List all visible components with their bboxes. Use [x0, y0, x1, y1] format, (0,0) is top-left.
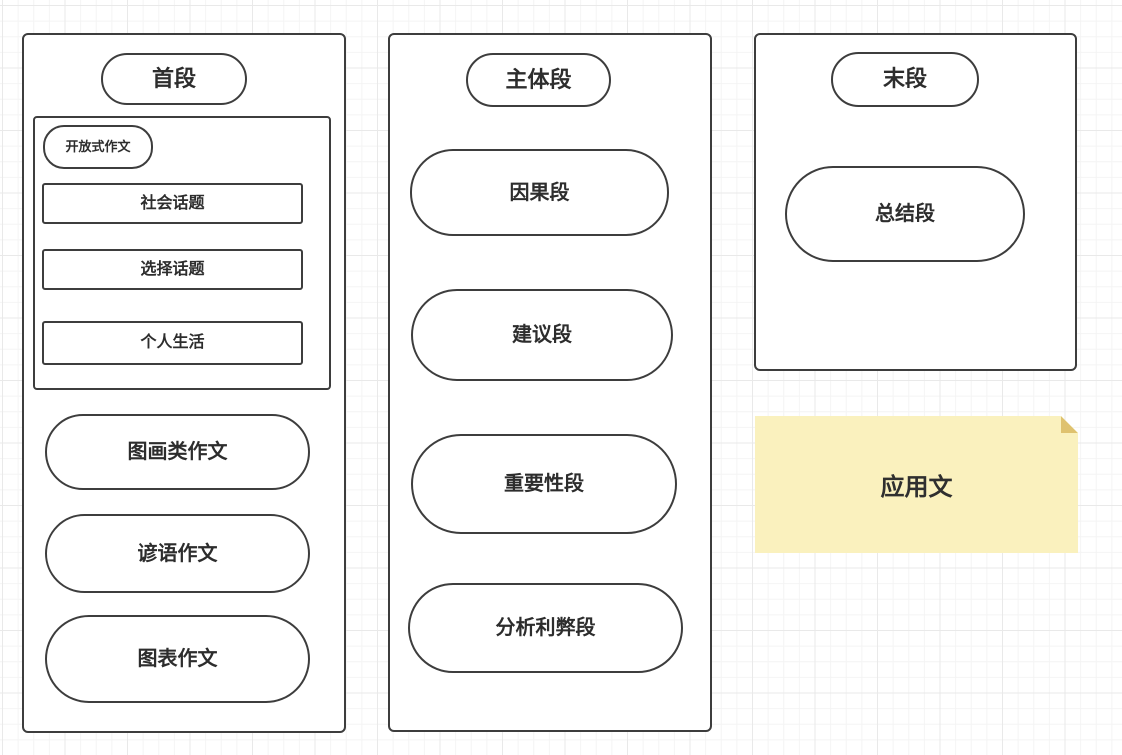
stadium-pros-cons[interactable]: 分析利弊段: [408, 583, 683, 673]
stadium-summary[interactable]: 总结段: [785, 166, 1025, 262]
pill-open-essay[interactable]: 开放式作文: [43, 125, 153, 169]
stadium-suggestion[interactable]: 建议段: [411, 289, 673, 381]
stadium-picture-essay[interactable]: 图画类作文: [45, 414, 310, 490]
stadium-proverb-essay[interactable]: 谚语作文: [45, 514, 310, 593]
note-fold-corner: [1061, 416, 1078, 433]
topic-personal-life[interactable]: 个人生活: [42, 321, 303, 365]
topic-choice-topics[interactable]: 选择话题: [42, 249, 303, 290]
stadium-chart-essay[interactable]: 图表作文: [45, 615, 310, 703]
note-label: 应用文: [880, 474, 953, 501]
title-final-paragraph[interactable]: 末段: [831, 52, 979, 107]
title-first-paragraph[interactable]: 首段: [101, 53, 247, 105]
title-body-paragraph[interactable]: 主体段: [466, 53, 611, 107]
stadium-importance[interactable]: 重要性段: [411, 434, 677, 534]
topic-social-topics[interactable]: 社会话题: [42, 183, 303, 224]
sticky-note-practical-writing[interactable]: 应用文: [755, 416, 1078, 553]
stadium-cause-effect[interactable]: 因果段: [410, 149, 669, 236]
